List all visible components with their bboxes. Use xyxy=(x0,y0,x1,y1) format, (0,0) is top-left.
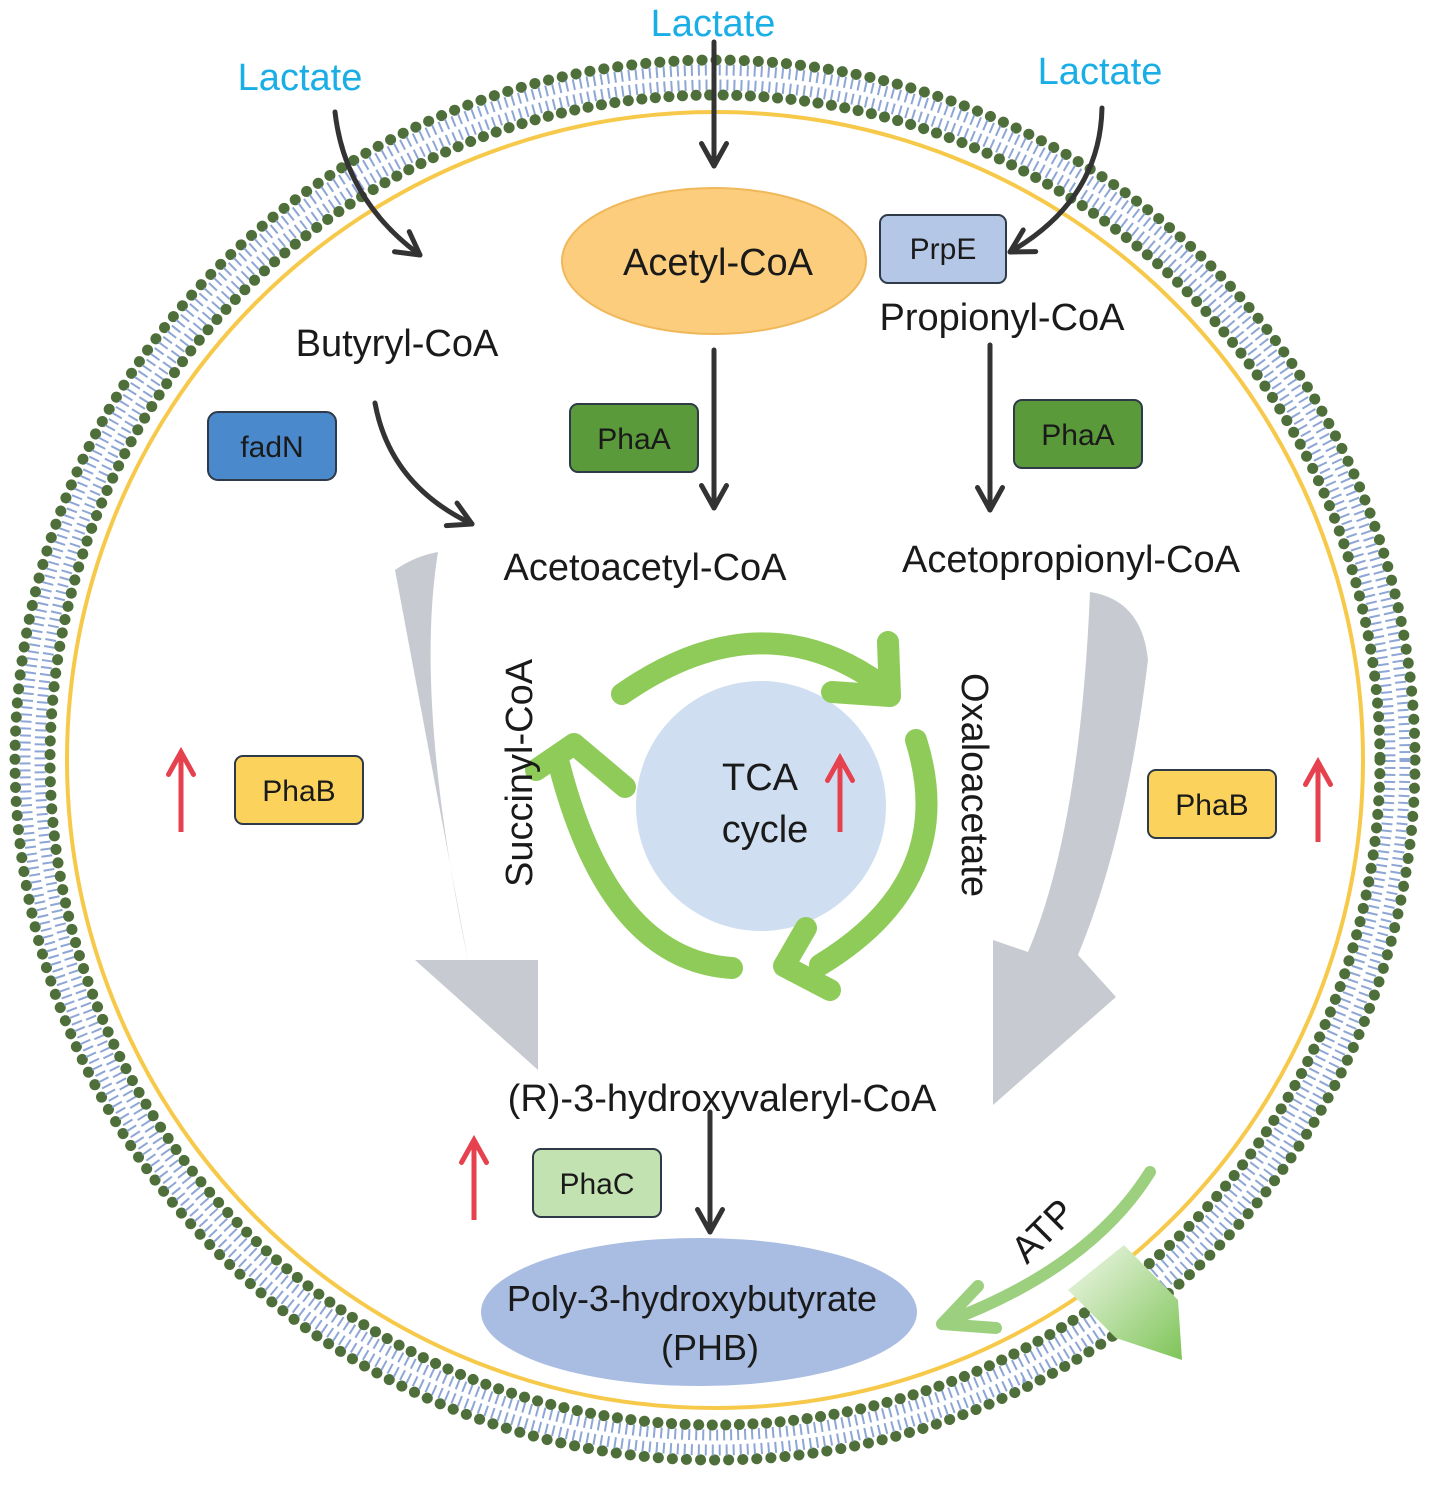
tca-label-line1: TCA xyxy=(722,757,799,799)
tca-arrowhead-left xyxy=(525,733,636,798)
arrow-lactate-to-butyryl xyxy=(332,109,423,258)
enzyme-phab-right: PhaB xyxy=(1147,769,1277,839)
gray-arrow-right xyxy=(993,592,1148,1105)
fadn-label: fadN xyxy=(240,431,303,464)
enzyme-phab-left: PhaB xyxy=(234,755,364,825)
tca-arrowhead-right xyxy=(773,917,841,1001)
phb-label-line1: Poly-3-hydroxybutyrate xyxy=(507,1278,877,1319)
hydroxyvaleryl-coa-label: (R)-3-hydroxyvaleryl-CoA xyxy=(508,1078,937,1120)
phb-label-line2: (PHB) xyxy=(661,1327,759,1368)
phac-label: PhaC xyxy=(559,1168,634,1201)
enzyme-phac: PhaC xyxy=(532,1148,662,1218)
tca-arrowhead-top xyxy=(821,631,901,707)
oxaloacetate-label: Oxaloacetate xyxy=(953,673,995,897)
phaa-left-label: PhaA xyxy=(597,423,670,456)
arrow-lactate-to-propionyl xyxy=(1007,105,1105,255)
lactate-center: Lactate xyxy=(651,3,776,45)
prpe-label: PrpE xyxy=(910,233,977,266)
acetopropionyl-coa-label: Acetopropionyl-CoA xyxy=(902,539,1241,581)
acetyl-coa-node xyxy=(561,187,867,335)
enzyme-phaa-right: PhaA xyxy=(1013,399,1143,469)
tca-arc-top xyxy=(611,632,891,705)
enzyme-prpe: PrpE xyxy=(879,214,1007,284)
atp-arrow xyxy=(940,1166,1156,1328)
arrow-butyryl-to-acetoacetyl xyxy=(372,400,475,529)
tca-cycle-circle xyxy=(636,681,886,931)
tca-arc-bottom-left xyxy=(547,749,743,979)
propionyl-coa-label: Propionyl-CoA xyxy=(880,297,1126,339)
succinyl-coa-label: Succinyl-CoA xyxy=(499,658,541,887)
atp-arrowhead xyxy=(936,1280,1002,1334)
butyryl-coa-label: Butyryl-CoA xyxy=(296,323,499,365)
pathway-arrows xyxy=(332,39,1105,1235)
acetyl-coa-label: Acetyl-CoA xyxy=(623,242,814,284)
phab-left-label: PhaB xyxy=(262,775,335,808)
phab-right-label: PhaB xyxy=(1175,789,1248,822)
gray-arrow-left xyxy=(395,552,538,1070)
membrane-inner-tails xyxy=(34,79,1396,1441)
lactate-left: Lactate xyxy=(238,57,363,99)
tca-label-line2: cycle xyxy=(722,809,809,851)
enzyme-fadn: fadN xyxy=(207,411,337,481)
tca-cycle-arrows xyxy=(525,631,938,1001)
tca-arc-right xyxy=(809,729,938,976)
enzyme-phaa-left: PhaA xyxy=(569,403,699,473)
lactate-right: Lactate xyxy=(1038,51,1163,93)
atp-transporter xyxy=(1068,1245,1182,1360)
phaa-right-label: PhaA xyxy=(1041,419,1114,452)
phb-node xyxy=(481,1238,917,1386)
acetoacetyl-coa-label: Acetoacetyl-CoA xyxy=(503,547,787,589)
membrane-outer-tails xyxy=(19,64,1411,1456)
